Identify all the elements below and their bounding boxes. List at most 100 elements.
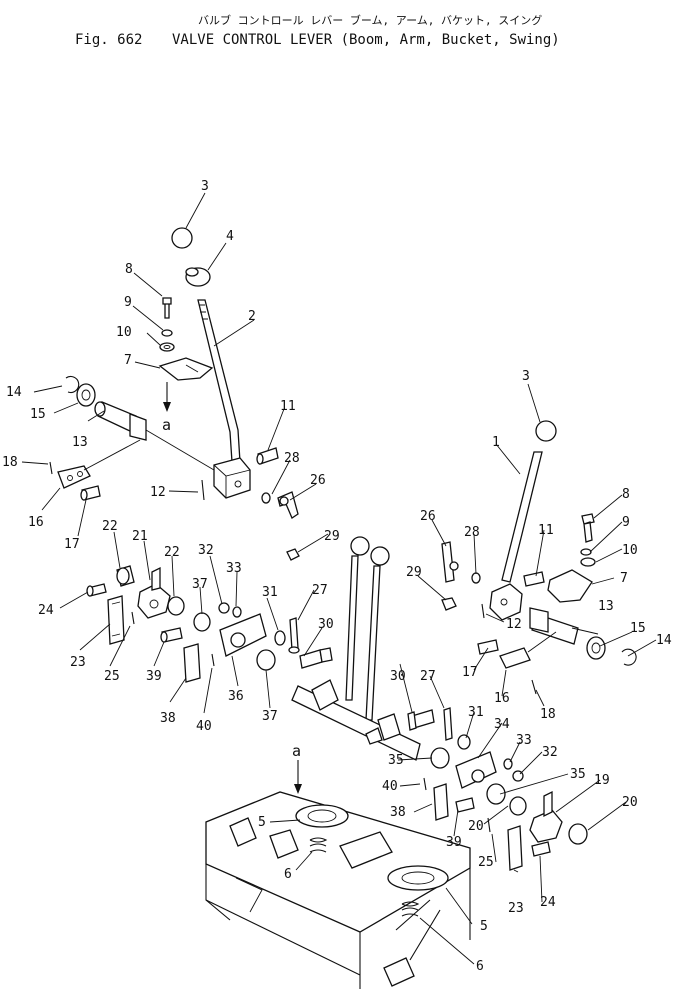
lever-base-block-right (489, 583, 523, 621)
washer-28-part (261, 492, 271, 504)
callout-35a: 35 (388, 753, 404, 768)
callout-7b: 7 (620, 571, 628, 586)
plate-7-part (158, 357, 214, 381)
callout-29b: 29 (406, 565, 422, 580)
callout-25b: 25 (478, 855, 494, 870)
callout-14a: 14 (6, 385, 22, 400)
callout-16a: 16 (28, 515, 44, 530)
callout-10a: 10 (116, 325, 132, 340)
callout-40a: 40 (196, 719, 212, 734)
callout-12b: 12 (506, 617, 522, 632)
bushing-22b-part (167, 596, 185, 616)
english-title: VALVE CONTROL LEVER (Boom, Arm, Bucket, … (172, 32, 560, 48)
pin-40a-part (211, 653, 215, 667)
pin-12-part (201, 479, 205, 501)
callout-6a: 6 (284, 867, 292, 882)
bushing-20a-part (509, 796, 527, 816)
rod-end-26-part (277, 491, 299, 519)
washer-28b-part (471, 572, 481, 584)
snap-ring-14b-part (621, 648, 637, 666)
callout-27a: 27 (312, 583, 328, 598)
callout-21: 21 (132, 529, 148, 544)
center-shaft-assembly (291, 536, 421, 761)
pad-5b-part (387, 865, 449, 891)
callout-27b: 27 (420, 669, 436, 684)
bushing-20b-part (568, 823, 588, 845)
washer-10-part (159, 342, 175, 352)
callout-2: 2 (248, 309, 256, 324)
callout-28b: 28 (464, 525, 480, 540)
callout-8b: 8 (622, 487, 630, 502)
clevis-38b-part (433, 783, 449, 821)
callout-5b: 5 (480, 919, 488, 934)
pin-18-part (49, 461, 53, 475)
callout-38a: 38 (160, 711, 176, 726)
clevis-38a-part (183, 643, 201, 683)
callout-26a: 26 (310, 473, 326, 488)
lever-1-part (501, 451, 543, 583)
callout-labels: 3 4 8 9 10 7 2 14 15 13 a 18 16 17 12 11… (2, 179, 672, 974)
pin-18b-part (531, 679, 537, 695)
callout-1: 1 (492, 435, 500, 450)
clevis-23b-part (507, 825, 523, 871)
view-marker-a1: a (162, 416, 171, 434)
callout-9a: 9 (124, 295, 132, 310)
callout-40b: 40 (382, 779, 398, 794)
bolt-30a-part (299, 649, 323, 669)
bushing-35b-part (486, 783, 506, 805)
nut-29b-part (441, 597, 457, 611)
spring-6a-part (309, 837, 328, 853)
callout-29a: 29 (324, 529, 340, 544)
callout-11b: 11 (538, 523, 554, 538)
callout-6b: 6 (476, 959, 484, 974)
callout-8a: 8 (125, 262, 133, 277)
callout-34: 34 (494, 717, 510, 732)
callout-25a: 25 (104, 669, 120, 684)
callout-5a: 5 (258, 815, 266, 830)
washer-15-part (76, 383, 96, 407)
clevis-16-part (57, 465, 91, 489)
knob-3b-part (535, 420, 557, 442)
callout-33a: 33 (226, 561, 242, 576)
washer-9-part (161, 329, 173, 337)
knob-3-part (171, 227, 193, 249)
bolt-8-part (162, 297, 172, 319)
callout-16b: 16 (494, 691, 510, 706)
nut-32a-part (218, 602, 230, 614)
pad-5a-part (295, 804, 349, 828)
callout-14b: 14 (656, 633, 672, 648)
pin-25a-part (131, 611, 135, 625)
clevis-23a-part (107, 595, 125, 645)
washer-10b-part (580, 557, 596, 567)
console-base (205, 760, 471, 989)
bushing-37a-part (193, 612, 211, 632)
spring-6b-part (401, 901, 420, 917)
left-lower-linkage (86, 548, 333, 683)
pin-17b-part (477, 639, 499, 655)
bolt-39b-part (455, 797, 475, 813)
callout-24b: 24 (540, 895, 556, 910)
callout-26b: 26 (420, 509, 436, 524)
callout-10b: 10 (622, 543, 638, 558)
callout-24a: 24 (38, 603, 54, 618)
right-lower-linkage (407, 707, 588, 871)
callout-9b: 9 (622, 515, 630, 530)
callout-17b: 17 (462, 665, 478, 680)
callout-23a: 23 (70, 655, 86, 670)
callout-28a: 28 (284, 451, 300, 466)
callout-4: 4 (226, 229, 234, 244)
left-lever-assembly (49, 227, 299, 519)
callout-15b: 15 (630, 621, 646, 636)
nut-29a-part (286, 548, 300, 561)
callout-20b: 20 (622, 795, 638, 810)
callout-39a: 39 (146, 669, 162, 684)
center-knob-left (350, 536, 370, 556)
bushing-35a-part (430, 747, 450, 769)
leader-lines (21, 192, 657, 965)
callout-7a: 7 (124, 353, 132, 368)
bushing-31b-part (457, 734, 471, 750)
center-knob-right (370, 546, 390, 566)
washer-15b-part (586, 636, 606, 660)
callout-13a: 13 (72, 435, 88, 450)
